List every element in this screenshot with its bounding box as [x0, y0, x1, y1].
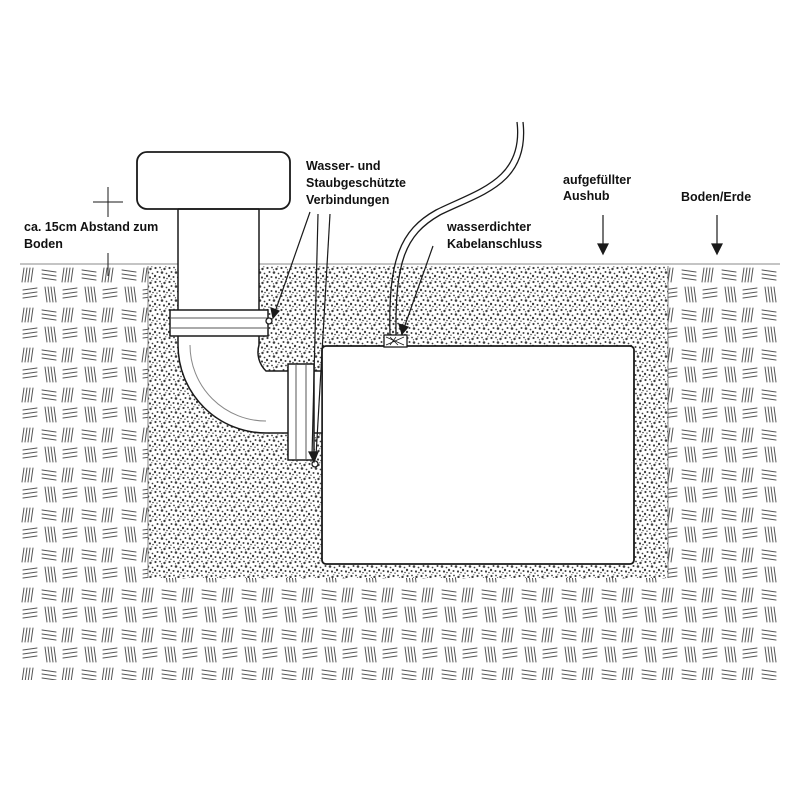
label-verbindungen-line3: Verbindungen	[306, 193, 389, 207]
pipe-sleeve-side	[287, 363, 315, 461]
label-abstand-line2: Boden	[24, 237, 63, 251]
label-verbindungen-line2: Staubgeschützte	[306, 176, 406, 190]
label-verbindungen-line1: Wasser- und	[306, 159, 381, 173]
vent-cap	[136, 151, 291, 210]
underground-tank	[321, 345, 635, 565]
ventilation-pipe	[169, 207, 323, 468]
label-boden-erde: Boden/Erde	[681, 190, 751, 204]
label-kabel-line2: Kabelanschluss	[447, 237, 542, 251]
label-arrows	[270, 211, 723, 464]
power-cable	[395, 121, 525, 337]
label-aushub-line2: Aushub	[563, 189, 610, 203]
depth-marker	[93, 187, 123, 276]
label-aushub-line1: aufgefüllter	[563, 173, 631, 187]
label-abstand-line1: ca. 15cm Abstand zum	[24, 220, 158, 234]
label-kabel-line1: wasserdichter	[446, 220, 531, 234]
pipe-sleeve-upper	[169, 309, 269, 337]
